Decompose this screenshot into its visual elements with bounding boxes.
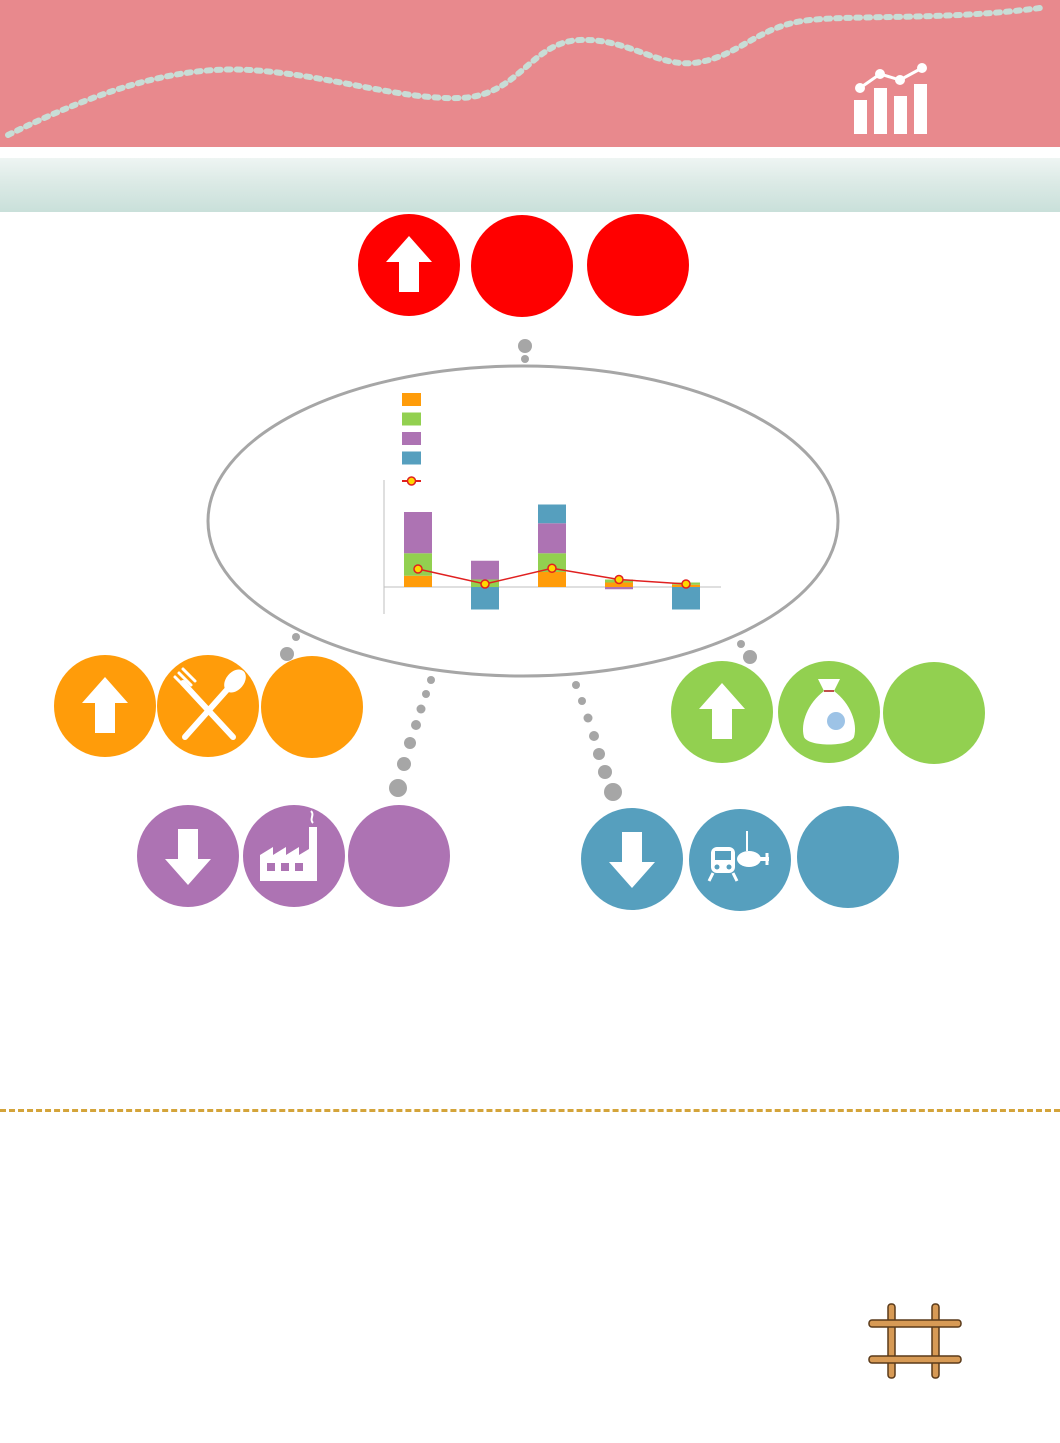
bar-3-series-1	[538, 572, 566, 587]
arrow-up-icon	[699, 683, 745, 739]
bar-3-series-2	[538, 553, 566, 572]
red-circle-right	[587, 214, 689, 316]
purple-arrow-circle	[137, 805, 239, 907]
blue-transport-circle	[689, 809, 791, 911]
red-circle-middle	[471, 215, 573, 317]
line-point-2	[480, 579, 490, 589]
legend-swatch-3	[402, 432, 421, 445]
bar-chart-trend-icon	[854, 63, 927, 134]
purple-circle-right	[348, 805, 450, 907]
banner-dotted-trend	[5, 5, 1043, 138]
bar-4-series-3	[605, 587, 633, 590]
bar-2-series-4	[471, 587, 499, 610]
orange-circle-right	[261, 656, 363, 758]
green-arrow-circle	[671, 661, 773, 763]
legend-swatch-1	[402, 393, 421, 406]
legend-swatch-4	[402, 451, 421, 465]
orange-utensils-circle	[157, 655, 259, 757]
bar-1-series-1	[404, 575, 432, 587]
orange-arrow-circle	[54, 655, 156, 757]
line-point-1	[413, 564, 423, 574]
bar-4-series-1	[605, 582, 633, 587]
green-moneybag-circle	[778, 661, 880, 763]
bamboo-frame-icon	[868, 1303, 962, 1379]
bar-3-series-4	[538, 504, 566, 524]
blue-circle-right	[797, 806, 899, 908]
bar-2-series-3	[471, 560, 499, 580]
green-circle-right	[883, 662, 985, 764]
connector-dots	[280, 339, 757, 801]
purple-factory-circle	[243, 805, 345, 907]
arrow-up-icon	[386, 236, 432, 292]
bar-3-series-3	[538, 523, 566, 554]
line-point-3	[547, 563, 557, 573]
blue-arrow-circle	[581, 808, 683, 910]
train-plane-icon	[707, 831, 769, 882]
bar-5-series-4	[672, 587, 700, 610]
bar-1-series-3	[404, 512, 432, 554]
money-bag-icon	[802, 679, 856, 745]
factory-icon	[260, 810, 317, 881]
red-arrow-circle	[358, 214, 460, 316]
chart-legend	[402, 393, 421, 486]
arrow-down-icon	[609, 832, 655, 888]
legend-line-marker	[406, 476, 417, 486]
fork-spoon-icon	[173, 667, 246, 740]
section-band	[0, 158, 1060, 212]
chart-ellipse	[206, 364, 840, 678]
dashed-separator	[0, 1109, 1060, 1112]
header-banner	[0, 0, 1060, 147]
line-point-4	[614, 574, 624, 585]
legend-swatch-2	[402, 412, 421, 426]
arrow-up-icon	[82, 677, 128, 733]
line-point-5	[681, 579, 691, 589]
arrow-down-icon	[165, 829, 211, 885]
